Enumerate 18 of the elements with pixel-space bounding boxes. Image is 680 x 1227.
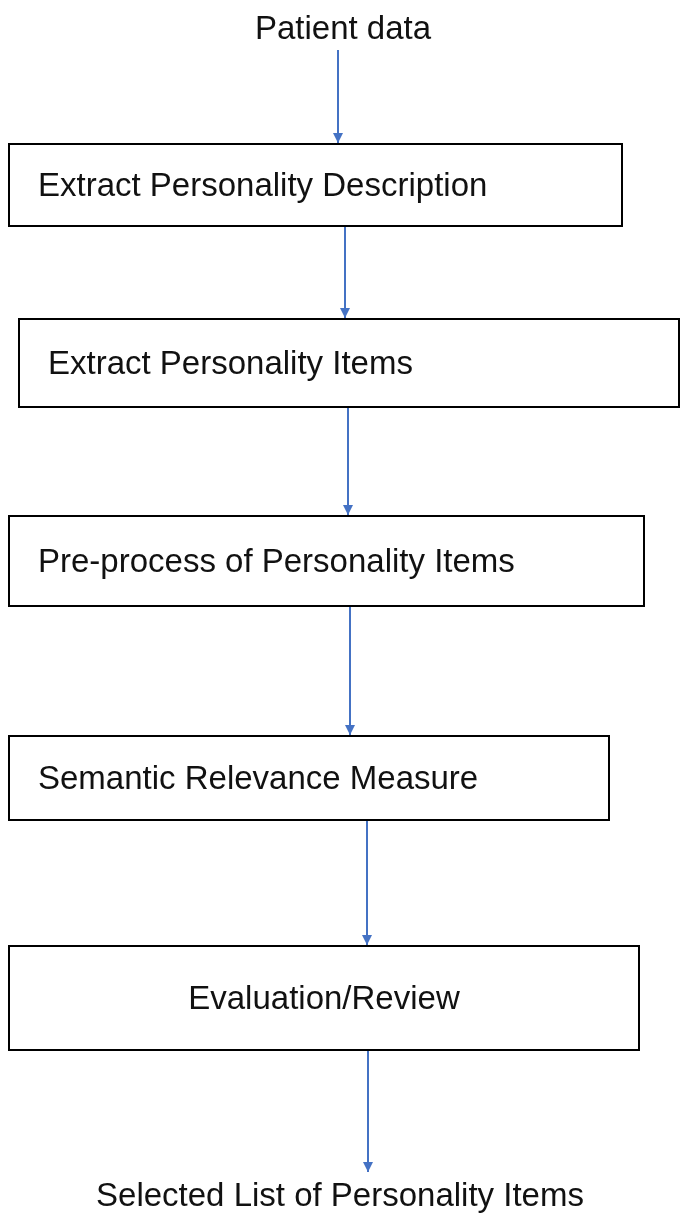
process-box xyxy=(8,945,640,1051)
arrow xyxy=(345,606,355,736)
arrow xyxy=(343,407,353,516)
process-box xyxy=(8,735,610,821)
step-label: Pre-process of Personality Items xyxy=(38,542,515,580)
flow-text: Patient data xyxy=(254,9,432,47)
process-box xyxy=(8,515,645,607)
step-label: Evaluation/Review xyxy=(188,979,460,1017)
process-box xyxy=(8,143,623,227)
arrow xyxy=(363,1050,373,1173)
arrow xyxy=(333,49,343,144)
flow-text: Selected List of Personality Items xyxy=(96,1176,584,1214)
arrow xyxy=(340,226,350,319)
process-box xyxy=(18,318,680,408)
step-label: Extract Personality Description xyxy=(38,166,488,204)
step-label: Extract Personality Items xyxy=(48,344,413,382)
step-label: Semantic Relevance Measure xyxy=(38,759,479,797)
arrow xyxy=(362,820,372,946)
